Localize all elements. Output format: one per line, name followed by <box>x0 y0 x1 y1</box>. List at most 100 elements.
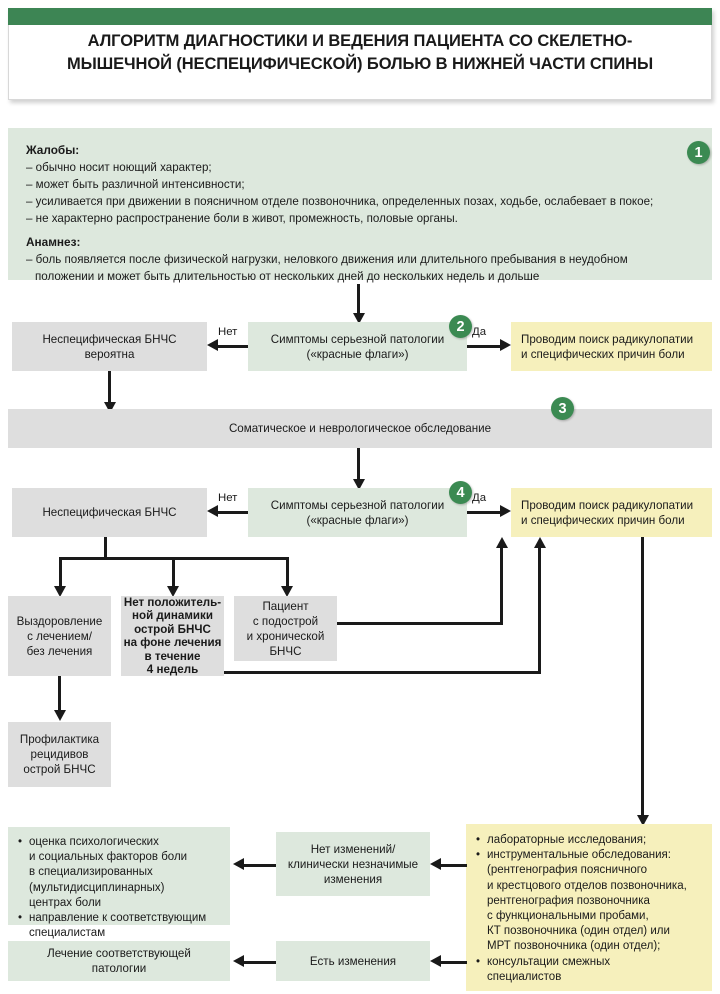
connector-no-changes-to-psych <box>244 864 276 867</box>
psych-b0-l0: оценка психологических <box>29 836 159 848</box>
chronic-line-1: Пациент <box>262 599 309 613</box>
psych-factors-box: оценка психологических и социальных факт… <box>8 827 230 939</box>
arrowhead-left <box>430 955 441 967</box>
decision-2-line-1: Симптомы серьезной патологии <box>270 498 445 512</box>
connector-radiculopathy-to-investigations <box>641 537 644 817</box>
branch-box-chronic: Пациент с подострой и хронической БНЧС <box>234 596 337 661</box>
connector-chronic-to-radiculopathy-v <box>500 548 503 625</box>
connector-branch-no-dynamics <box>172 557 175 588</box>
outcome-box-radiculopathy-search-2: Проводим поиск радикулопатии и специфиче… <box>511 488 712 537</box>
arrowhead-down <box>167 586 179 597</box>
decision-1-line-1: Симптомы серьезной патологии <box>270 332 445 346</box>
connector-decision1-no <box>218 345 248 348</box>
psych-b1-l1: специалистам <box>29 927 106 940</box>
no-changes-line-3: изменения <box>323 872 383 886</box>
branch-box-recovery: Выздоровление с лечением/ без лечения <box>8 596 111 676</box>
chronic-line-3: и хронической <box>246 629 325 643</box>
arrowhead-left <box>207 505 218 517</box>
psych-b1-l0: направление к соответствующим <box>29 912 207 925</box>
treatment-box: Лечение соответствующей патологии <box>8 941 230 981</box>
header-accent-bar <box>8 8 712 25</box>
connector-no-dynamics-to-radiculopathy-v <box>538 548 541 674</box>
no-dynamics-line-4: на фоне лечения <box>123 636 222 649</box>
history-item-continuation: положении и может быть длительностью от … <box>26 268 694 285</box>
investigations-b2-l1: специалистов <box>487 970 562 983</box>
connector-decision2-yes <box>467 511 500 514</box>
no-changes-box: Нет изменений/ клинически незначимые изм… <box>276 832 430 896</box>
arrowhead-down <box>54 710 66 721</box>
arrowhead-right <box>500 339 511 351</box>
prophylaxis-line-2: рецидивов <box>30 748 89 761</box>
connector-probable-to-exam <box>108 371 111 404</box>
investigations-b2-l0: консультации смежных <box>487 955 611 968</box>
outcome-nonspecific-line-1: Неспецифическая БНЧС <box>42 506 177 519</box>
connector-recovery-to-prophylaxis <box>58 676 61 712</box>
arrowhead-down <box>281 586 293 597</box>
connector-branch-recovery <box>59 557 62 588</box>
history-item-continuation-text: положении и может быть длительностью от … <box>35 270 540 283</box>
edge-label-no-2: Нет <box>218 492 238 504</box>
recovery-line-2: с лечением/ <box>27 629 92 643</box>
psych-b0-l4: центрах боли <box>29 896 102 909</box>
connector-decision1-yes <box>467 345 500 348</box>
outcome-probable-line-1: Неспецифическая БНЧС <box>42 332 177 346</box>
arrowhead-down <box>637 815 649 826</box>
arrowhead-up <box>496 537 508 548</box>
no-changes-line-2: клинически незначимые <box>287 857 419 871</box>
decision-box-red-flags-2: Симптомы серьезной патологии («красные ф… <box>248 488 467 537</box>
arrowhead-right <box>500 505 511 517</box>
complaints-panel: Жалобы: – обычно носит ноющий характер; … <box>8 128 712 283</box>
examination-text: Соматическое и неврологическое обследова… <box>228 422 492 435</box>
investigations-b1-l4: с функциональными пробами, <box>487 910 649 923</box>
connector-decision2-no <box>218 511 248 514</box>
arrowhead-left <box>233 858 244 870</box>
connector-branch-chronic <box>286 557 289 588</box>
chronic-line-4: БНЧС <box>269 644 302 658</box>
arrowhead-down <box>54 586 66 597</box>
prophylaxis-line-1: Профилактика <box>19 733 100 746</box>
psych-b0-l3: (мультидисциплинарных) <box>29 881 165 894</box>
no-dynamics-line-6: 4 недель <box>146 663 199 676</box>
edge-label-yes-1: Да <box>472 326 487 338</box>
radiculopathy-mid-line-1: Проводим поиск радикулопатии <box>521 498 694 512</box>
prophylaxis-box: Профилактика рецидивов острой БНЧС <box>8 722 111 787</box>
no-dynamics-line-1: Нет положитель- <box>123 595 222 609</box>
complaints-item: – усиливается при движении в поясничном … <box>26 195 654 208</box>
radiculopathy-mid-line-2: и специфических причин боли <box>521 513 685 527</box>
arrowhead-down <box>353 479 365 490</box>
connector-panel1-to-decision1 <box>357 284 360 315</box>
list-item: консультации смежных специалистов <box>476 955 704 985</box>
decision-1-line-2: («красные флаги») <box>306 347 409 361</box>
decision-2-line-2: («красные флаги») <box>306 513 409 527</box>
list-item: лабораторные исследования; <box>476 833 704 848</box>
recovery-line-1: Выздоровление <box>16 614 103 628</box>
branch-box-no-dynamics: Нет положитель- ной динамики острой БНЧС… <box>121 596 224 676</box>
recovery-line-3: без лечения <box>26 644 93 658</box>
outcome-box-nonspecific: Неспецифическая БНЧС <box>12 488 207 537</box>
step-badge-3: 3 <box>551 397 574 420</box>
radiculopathy-top-line-1: Проводим поиск радикулопатии <box>521 332 694 346</box>
arrowhead-down <box>353 313 365 324</box>
arrowhead-left <box>430 858 441 870</box>
investigations-b1-l3: рентгенография позвоночника <box>487 894 650 907</box>
complaints-item: – не характерно распространение боли в ж… <box>26 212 458 225</box>
arrowhead-left <box>233 955 244 967</box>
psych-factors-list: оценка психологических и социальных факт… <box>18 835 224 941</box>
connector-chronic-to-radiculopathy-h <box>337 622 503 625</box>
no-dynamics-line-3: острой БНЧС <box>134 622 211 636</box>
step-badge-1: 1 <box>687 141 710 164</box>
outcome-box-radiculopathy-search-1: Проводим поиск радикулопатии и специфиче… <box>511 322 712 371</box>
investigations-b1-l1: (рентгенография поясничного <box>487 864 648 877</box>
no-changes-line-1: Нет изменений/ <box>310 842 396 856</box>
step-badge-2: 2 <box>449 315 472 338</box>
page-title-line-1: АЛГОРИТМ ДИАГНОСТИКИ И ВЕДЕНИЯ ПАЦИЕНТА … <box>87 32 633 50</box>
investigations-b1-l5: КТ позвоночника (один отдел) или <box>487 925 670 938</box>
step-badge-4: 4 <box>449 481 472 504</box>
page-title-line-2: МЫШЕЧНОЙ (НЕСПЕЦИФИЧЕСКОЙ) БОЛЬЮ В НИЖНЕ… <box>66 55 654 73</box>
connector-investigations-to-has-changes <box>441 961 467 964</box>
list-item: направление к соответствующим специалист… <box>18 911 224 941</box>
has-changes-line-1: Есть изменения <box>309 954 397 968</box>
psych-b0-l2: в специализированных <box>29 866 153 879</box>
page-title: АЛГОРИТМ ДИАГНОСТИКИ И ВЕДЕНИЯ ПАЦИЕНТА … <box>18 30 702 76</box>
